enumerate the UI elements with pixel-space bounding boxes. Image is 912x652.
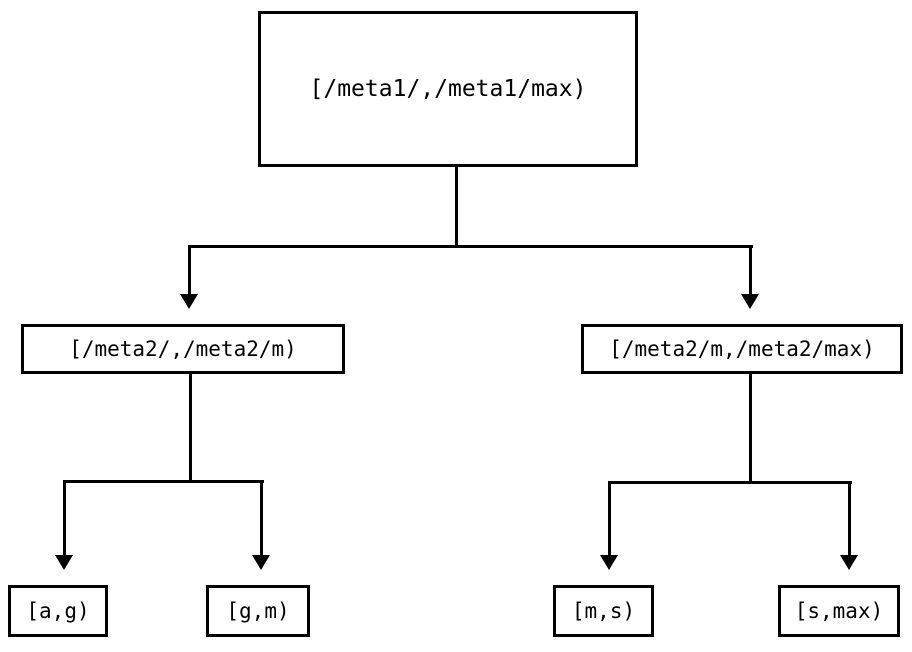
node-mid-left-label: [/meta2/,/meta2/m) [69, 336, 297, 361]
edge-mid-left-to-leaf-g-m [260, 480, 263, 555]
edge-mid-right-to-leaf-m-s [608, 481, 611, 555]
edge-mid-right-to-leaf-s-max [848, 481, 851, 555]
arrowhead-root-to-mid-right-icon [741, 294, 759, 309]
arrowhead-root-to-mid-left-icon [180, 294, 198, 309]
node-leaf-s-max[interactable]: [s,max) [778, 585, 900, 637]
node-leaf-a-g-label: [a,g) [26, 598, 90, 623]
node-mid-right-label: [/meta2/m,/meta2/max) [609, 336, 875, 361]
arrowhead-mid-right-to-leaf-m-s-icon [600, 555, 618, 570]
edge-mid-right-stem [749, 374, 752, 481]
edge-mid-left-stem [189, 374, 192, 480]
arrowhead-mid-right-to-leaf-s-max-icon [840, 555, 858, 570]
node-leaf-g-m[interactable]: [g,m) [206, 585, 310, 637]
node-leaf-s-max-label: [s,max) [794, 598, 884, 623]
edge-mid-right-bus [609, 481, 852, 484]
node-root-label: [/meta1/,/meta1/max) [309, 75, 587, 102]
node-leaf-a-g[interactable]: [a,g) [8, 585, 108, 637]
edge-root-to-mid-right [749, 245, 752, 294]
node-leaf-g-m-label: [g,m) [226, 598, 290, 623]
node-mid-left[interactable]: [/meta2/,/meta2/m) [21, 324, 345, 374]
arrowhead-mid-left-to-leaf-g-m-icon [252, 555, 270, 570]
edge-root-bus [189, 245, 753, 248]
edge-mid-left-bus [64, 480, 264, 483]
node-leaf-m-s[interactable]: [m,s) [553, 585, 654, 637]
node-leaf-m-s-label: [m,s) [571, 598, 636, 623]
node-root[interactable]: [/meta1/,/meta1/max) [258, 11, 638, 167]
arrowhead-mid-left-to-leaf-a-g-icon [55, 555, 73, 570]
edge-mid-left-to-leaf-a-g [63, 480, 66, 555]
edge-root-stem [455, 167, 458, 245]
node-mid-right[interactable]: [/meta2/m,/meta2/max) [581, 324, 903, 374]
edge-root-to-mid-left [188, 245, 191, 294]
